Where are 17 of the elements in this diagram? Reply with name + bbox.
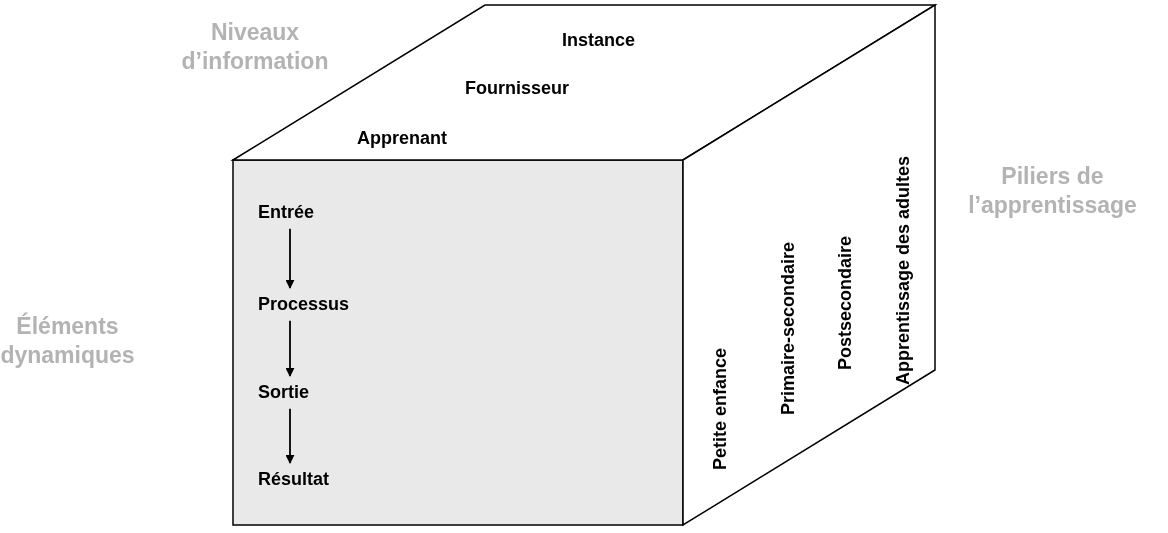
level-label: Instance (562, 30, 636, 51)
axis-title: Éléments dynamiques (0, 312, 135, 370)
level-label: Fournisseur (465, 78, 570, 99)
step-label: Entrée (258, 202, 315, 223)
axis-title: Niveaux d’information (180, 18, 330, 76)
pillar-label: Apprentissage des adultes (894, 155, 912, 385)
step-label: Sortie (258, 382, 309, 403)
arrow (285, 319, 295, 377)
pillar-label: Postsecondaire (836, 235, 854, 370)
pillar-label: Primaire-secondaire (779, 241, 797, 415)
step-label: Résultat (258, 469, 329, 490)
arrow (285, 227, 295, 289)
level-label: Apprenant (357, 128, 447, 149)
axis-title: Piliers de l’apprentissage (967, 162, 1138, 220)
pillar-label: Petite enfance (711, 347, 729, 470)
step-label: Processus (258, 294, 350, 315)
arrow (285, 407, 295, 464)
